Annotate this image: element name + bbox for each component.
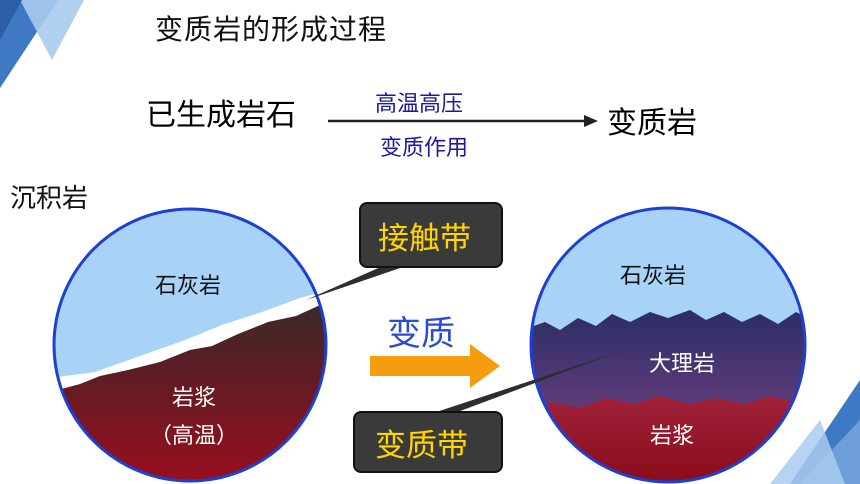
corner-decoration-top-left: [0, 0, 84, 88]
transition-label: 变质: [387, 314, 455, 354]
transition-arrow: [370, 344, 500, 388]
right-marble-label: 大理岩: [649, 352, 716, 377]
left-magma-note: （高温）: [150, 424, 239, 449]
right-rock-circle: [529, 206, 807, 484]
process-arrow: [328, 115, 598, 127]
result-rock-label: 变质岩: [607, 106, 697, 141]
right-limestone-label: 石灰岩: [620, 264, 687, 289]
metamorphic-zone-text: 变质带: [375, 428, 468, 464]
contact-zone-text: 接触带: [378, 221, 471, 257]
source-rock-label: 已生成岩石: [146, 98, 296, 133]
right-magma-label: 岩浆: [650, 424, 695, 449]
condition-top-label: 高温高压: [375, 92, 464, 117]
magma-layer-left: [54, 300, 326, 481]
condition-bottom-label: 变质作用: [380, 136, 469, 161]
section-heading: 沉积岩: [10, 184, 89, 214]
metamorphic-zone-pointer: [412, 352, 618, 420]
page-title: 变质岩的形成过程: [155, 13, 388, 46]
left-rock-circle: [52, 207, 328, 483]
metamorphic-zone-box: [353, 411, 503, 473]
left-limestone-label: 石灰岩: [155, 274, 222, 299]
left-magma-label: 岩浆: [172, 386, 217, 411]
contact-zone-box: [359, 202, 503, 268]
corner-decoration-bottom-right: [770, 380, 860, 484]
contact-zone-pointer: [306, 262, 418, 300]
